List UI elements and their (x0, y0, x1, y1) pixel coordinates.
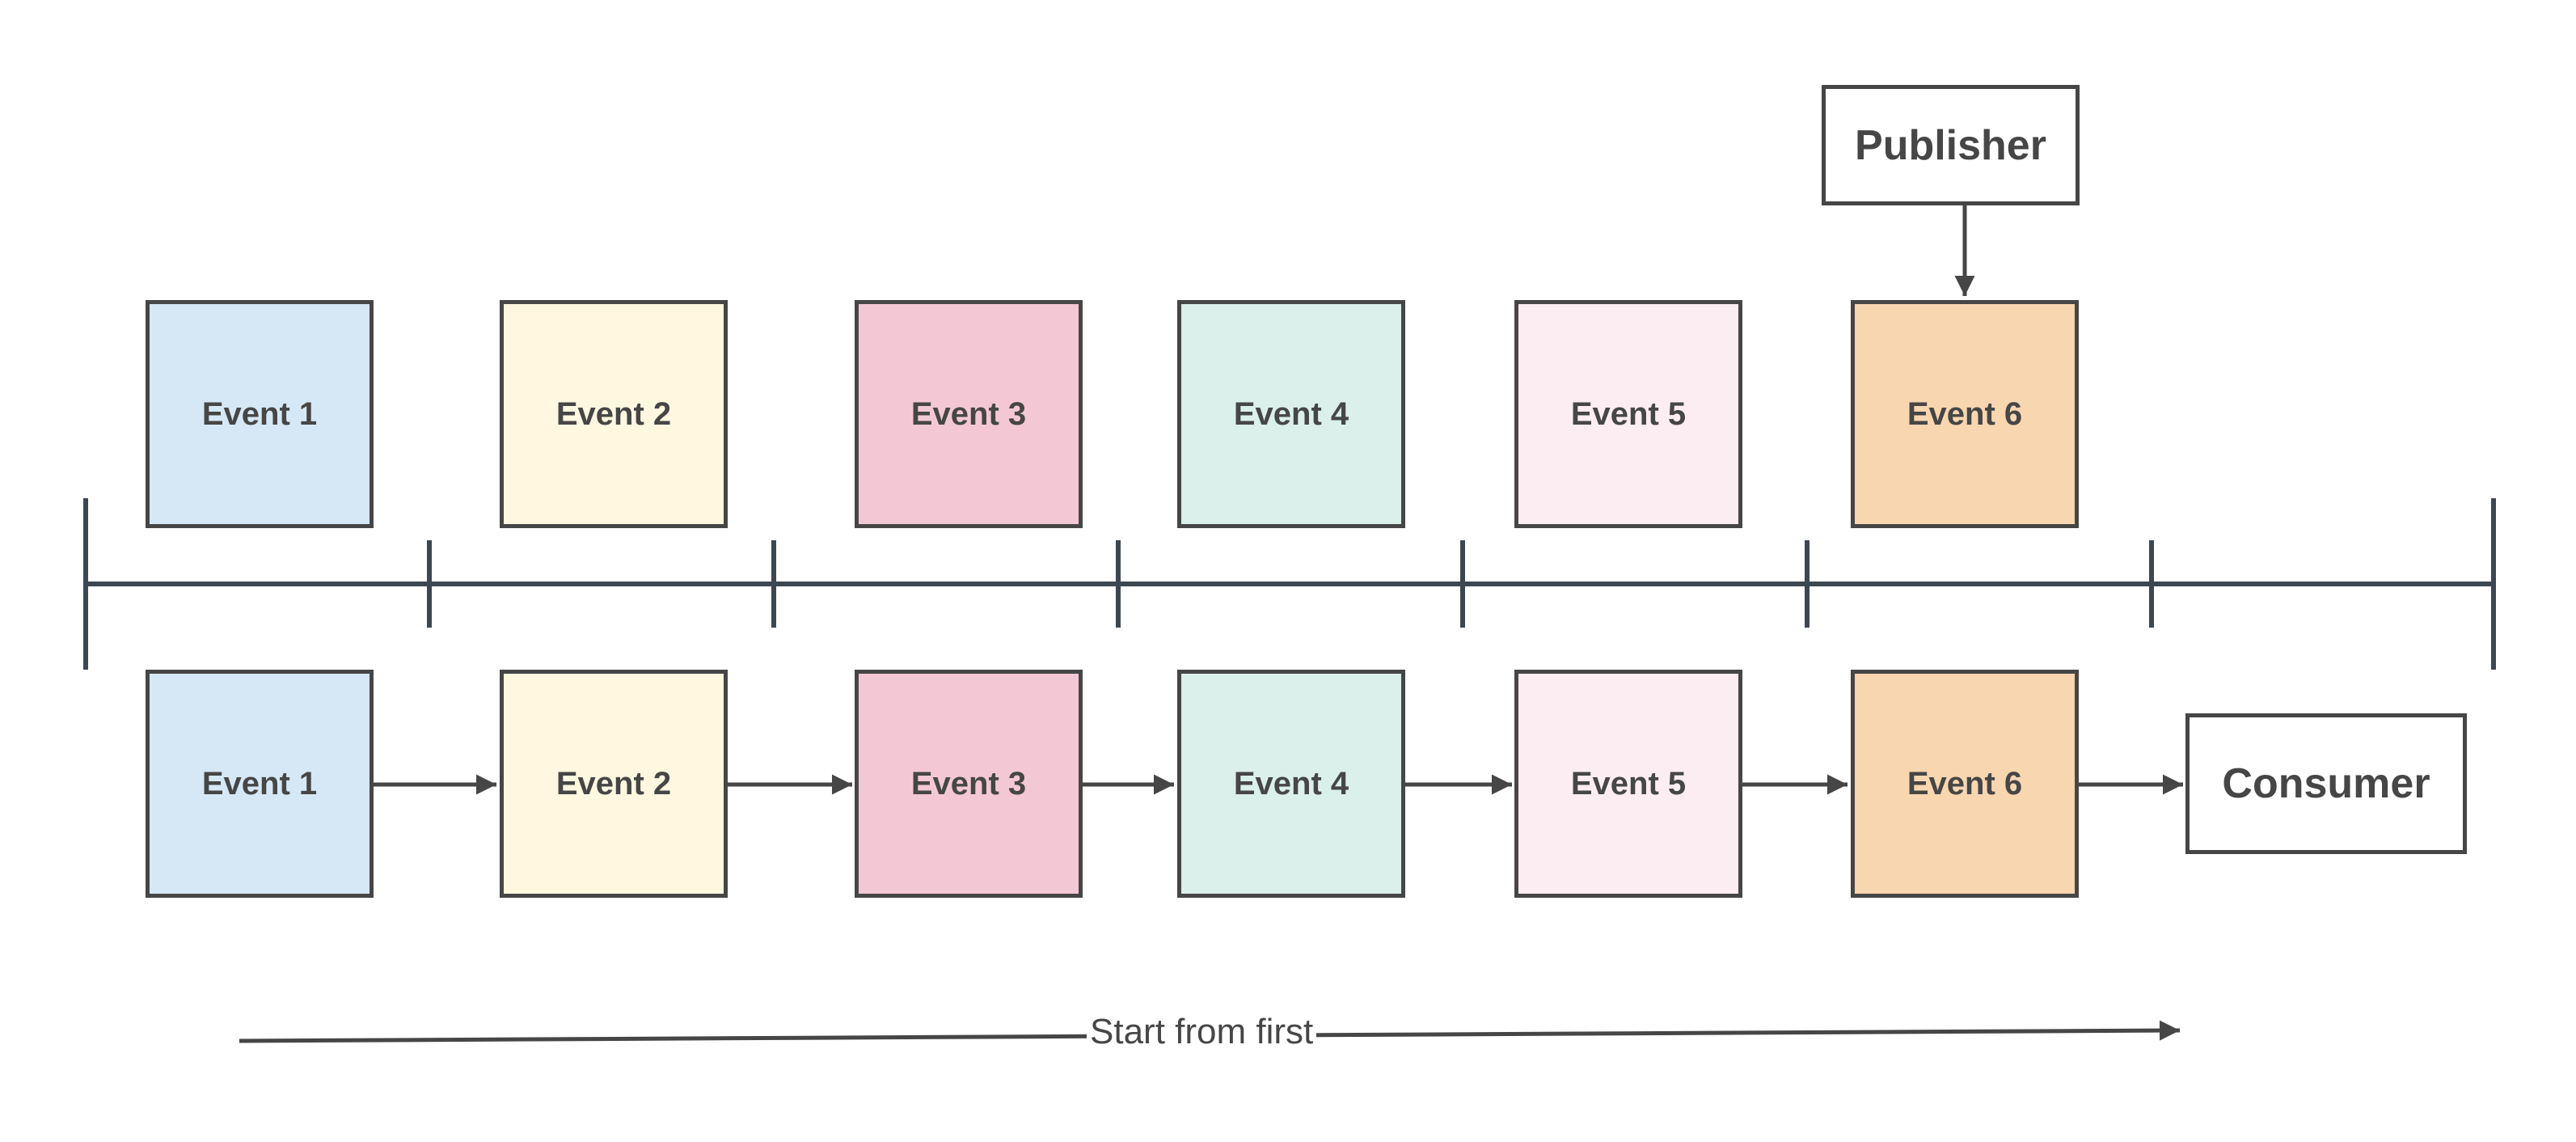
event-label: Event 3 (910, 395, 1027, 432)
event-label: Event 4 (1233, 395, 1349, 432)
event-label: Event 6 (1907, 765, 2023, 802)
event-label: Event 4 (1233, 765, 1349, 802)
consumer-box: Consumer (2185, 713, 2467, 854)
top-event-2: Event 2 (500, 300, 728, 528)
event-label: Event 3 (910, 765, 1027, 802)
event-label: Event 5 (1570, 395, 1687, 432)
consumer-label: Consumer (2222, 760, 2430, 807)
event-label: Event 2 (555, 395, 672, 432)
bottom-event-2: Event 2 (500, 670, 728, 898)
top-event-3: Event 3 (855, 300, 1083, 528)
top-event-4: Event 4 (1177, 300, 1405, 528)
top-event-1: Event 1 (146, 300, 374, 528)
bottom-event-4: Event 4 (1177, 670, 1405, 898)
top-event-6: Event 6 (1851, 300, 2079, 528)
event-label: Event 1 (201, 765, 318, 802)
event-label: Event 6 (1907, 395, 2023, 432)
publisher-label: Publisher (1855, 121, 2046, 169)
timeline (83, 498, 2496, 670)
start-from-first-caption: Start from first (1087, 1009, 1317, 1055)
publisher-box: Publisher (1822, 85, 2080, 205)
bottom-event-3: Event 3 (855, 670, 1083, 898)
event-label: Event 5 (1570, 765, 1687, 802)
bottom-event-5: Event 5 (1514, 670, 1742, 898)
bottom-event-1: Event 1 (146, 670, 374, 898)
event-label: Event 2 (555, 765, 672, 802)
top-event-5: Event 5 (1514, 300, 1742, 528)
bottom-event-6: Event 6 (1851, 670, 2079, 898)
event-label: Event 1 (201, 395, 318, 432)
